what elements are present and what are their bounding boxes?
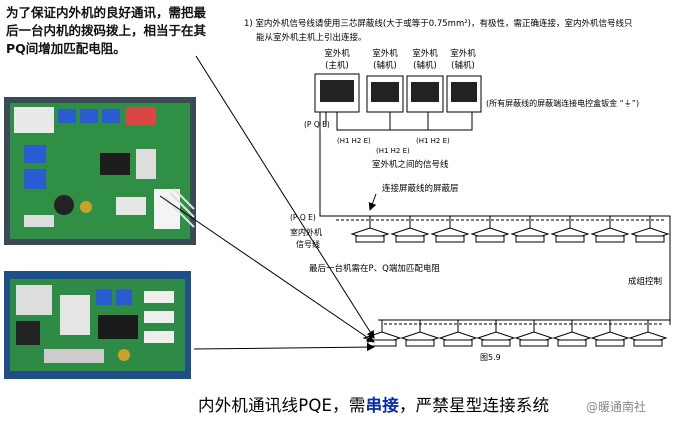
in-out-label-1: 室内外机 [290, 227, 322, 237]
pqe-terminal-label: (P Q E) [304, 120, 330, 129]
unit-1-label: 室外机 [324, 48, 350, 59]
indoor-pcb-photo-2 [4, 271, 191, 379]
bottom-caption: 内外机通讯线PQE，需串接，严禁星型连接系统 [198, 392, 549, 416]
outdoor-unit-slave-1: 室外机 (辅机) [366, 48, 404, 113]
indoor-pcb-photo-1 [4, 97, 196, 245]
h-terminal-label: (H1 H2 E) [337, 137, 371, 145]
indoor-row-upper [350, 216, 670, 243]
watermark-text: @暖通南社 [586, 400, 647, 414]
between-units-label: 室外机之间的信号线 [372, 159, 449, 170]
last-unit-note: 最后一台机需在P、Q端加匹配电阻 [309, 263, 440, 274]
pqe-terminal-label-2: (P Q E) [290, 213, 316, 222]
caption-part-1: 内外机通讯线PQE，需 [198, 396, 366, 415]
unit-2-label: 室外机 [372, 48, 398, 59]
unit-4-sub: (辅机) [451, 60, 475, 71]
caption-highlight: 串接 [365, 396, 399, 415]
h-terminal-label-2: (H1 H2 E) [376, 147, 410, 155]
in-out-label-2: 信号线 [296, 239, 320, 249]
unit-4-label: 室外机 [450, 48, 476, 59]
diagram-intro-line1: 1) 室内外机信号线请使用三芯屏蔽线(大于或等于0.75mm²)，有极性，需正确… [244, 18, 633, 29]
shield-layer-label: 连接屏蔽线的屏蔽层 [382, 183, 459, 194]
unit-3-sub: (辅机) [413, 60, 437, 71]
unit-2-sub: (辅机) [373, 60, 397, 71]
indoor-row-lower [362, 320, 668, 347]
group-control-label: 成组控制 [628, 276, 662, 287]
h-terminal-label-3: (H1 H2 E) [416, 137, 450, 145]
outdoor-unit-master: 室外机 (主机) [314, 48, 360, 113]
diagram-intro-line2: 能从室外机主机上引出连接。 [256, 32, 367, 43]
unit-1-sub: (主机) [325, 60, 349, 71]
unit-3-label: 室外机 [412, 48, 438, 59]
outdoor-unit-slave-2: 室外机 (辅机) [406, 48, 444, 113]
outdoor-unit-slave-3: 室外机 (辅机) [446, 48, 482, 113]
caption-part-2: ，严禁星型连接系统 [398, 396, 550, 415]
left-note-text: 为了保证内外机的良好通讯，需把最后一台内机的拨码拨上，相当于在其PQ间增加匹配电… [6, 5, 207, 56]
shield-ground-note: (所有屏蔽线的屏蔽端连接电控盒钣金 “⏚”) [486, 98, 639, 108]
figure-label: 图5.9 [480, 353, 501, 362]
